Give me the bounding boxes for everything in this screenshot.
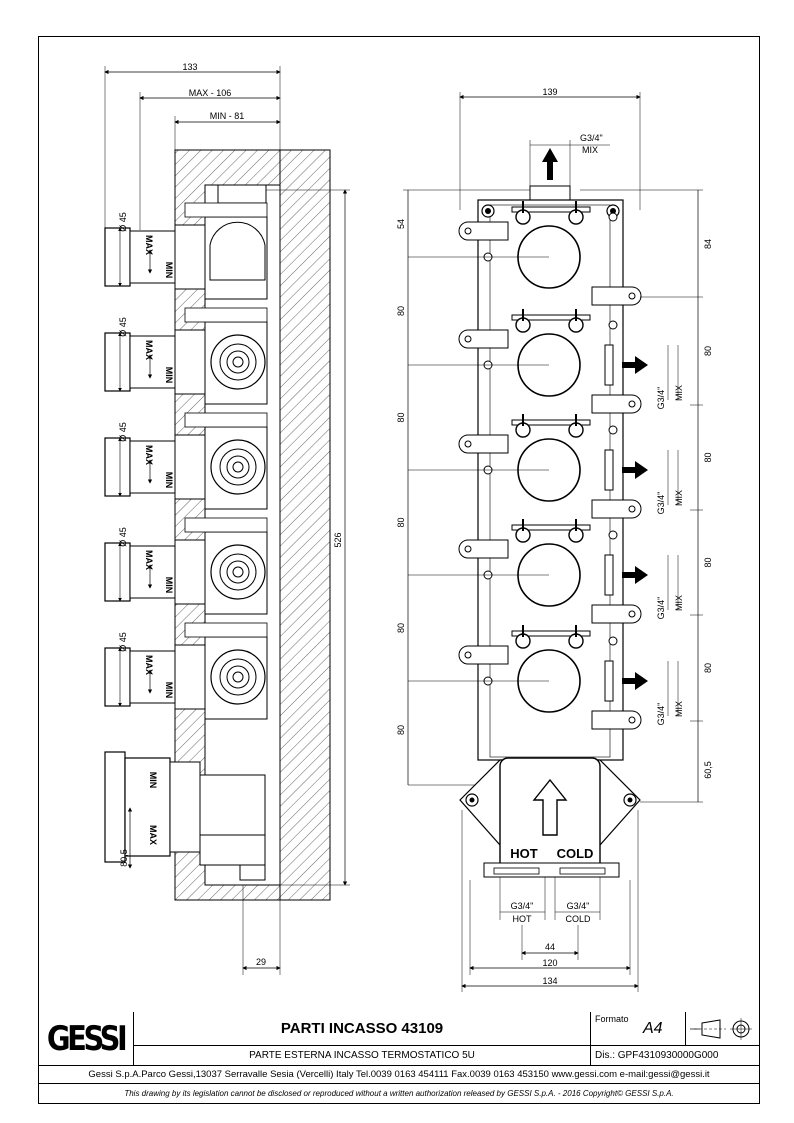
mix-thread-label-4: G3/4": [656, 703, 666, 726]
diameter-label-2: Ø 45: [118, 317, 128, 337]
dim-133: 133: [182, 62, 197, 72]
logo-text: GESSI: [46, 1018, 128, 1059]
mix-thread-label-2: G3/4": [656, 492, 666, 515]
dim-44: 44: [545, 942, 555, 952]
right-dim-80-2: 80: [703, 452, 713, 462]
front-cartridge-1: 80: [396, 201, 642, 316]
diameter-label-3: Ø 45: [118, 422, 128, 442]
mix-label-4: MIX: [674, 701, 684, 717]
cartridge-knob: [104, 542, 131, 602]
top-mix-label: MIX: [582, 145, 598, 155]
side-cartridge-3: Ø 45 MAX MIN: [104, 412, 268, 510]
cold-thread-label: G3/4": [567, 901, 590, 911]
copyright-notice: This drawing by its legislation cannot b…: [124, 1089, 674, 1098]
gessi-logo: GESSI: [38, 1012, 134, 1066]
min-label-5: MIN: [164, 682, 174, 699]
hot-sub-label: HOT: [513, 914, 533, 924]
min-label-3: MIN: [164, 472, 174, 489]
mix-outlet-3: G3/4" MIX 80: [604, 554, 713, 620]
drawing-frame: [38, 36, 760, 1104]
right-dim-80-1: 80: [703, 346, 713, 356]
drawing-title: PARTI INCASSO 43109: [134, 1012, 590, 1046]
diameter-label-4: Ø 45: [118, 527, 128, 547]
min-label-2: MIN: [164, 367, 174, 384]
min-label-1: MIN: [164, 262, 174, 279]
side-cartridge-4: Ø 45 MAX MIN: [104, 517, 268, 615]
projection-symbol: [686, 1012, 760, 1046]
dim-526: 526: [333, 532, 343, 547]
left-dim-80-5: 80: [396, 725, 406, 735]
hot-thread-label: G3/4": [511, 901, 534, 911]
side-view: Ø 45 MAX MIN Ø 45 MAX MIN Ø 45 MAX MIN Ø 45 MAX MIN…: [104, 62, 350, 975]
max-label-bottom: MAX: [148, 825, 158, 845]
mix-arrow-right: [622, 672, 648, 690]
mix-arrow-right: [622, 566, 648, 584]
side-cartridge-5: Ø 45 MAX MIN: [104, 622, 268, 720]
format-value: A4: [643, 1020, 663, 1037]
cold-sub-label: COLD: [565, 914, 591, 924]
left-dim-80-4: 80: [396, 623, 406, 633]
max-label-2: MAX: [144, 340, 154, 360]
mix-outlet-1: G3/4" MIX 80: [604, 344, 713, 410]
left-dim-80-1: 80: [396, 306, 406, 316]
dim-60-5: 60,5: [703, 761, 713, 779]
cartridge-knob: [104, 647, 131, 707]
front-cartridge-4: 80: [396, 519, 642, 633]
cartridge-knob: [104, 227, 131, 287]
drawing-number: Dis.: GPF4310930000G000: [590, 1046, 760, 1066]
min-label-4: MIN: [164, 577, 174, 594]
mix-label-3: MIX: [674, 595, 684, 611]
mix-thread-label-3: G3/4": [656, 597, 666, 620]
min-label-bottom: MIN: [148, 772, 158, 789]
dim-134: 134: [542, 976, 557, 986]
front-cartridge-5: [408, 625, 642, 730]
mix-arrow-right: [622, 461, 648, 479]
side-cartridge-2: Ø 45 MAX MIN: [104, 307, 268, 405]
mix-thread-label-1: G3/4": [656, 387, 666, 410]
inlet-arrow-up: [532, 778, 568, 836]
dim-80-5: 80,5: [119, 849, 129, 867]
side-cartridge-1: Ø 45 MAX MIN: [104, 202, 268, 300]
left-dim-80-3: 80: [396, 517, 406, 527]
mix-label-2: MIX: [674, 490, 684, 506]
drawing-subtitle: PARTE ESTERNA INCASSO TERMOSTATICO 5U: [134, 1046, 590, 1066]
front-cartridge-2: 80: [396, 309, 642, 423]
diameter-label-5: Ø 45: [118, 632, 128, 652]
max-label-3: MAX: [144, 445, 154, 465]
right-dim-80-3: 80: [703, 557, 713, 567]
cold-label: COLD: [557, 846, 594, 861]
format-cell: Formato A4: [590, 1012, 686, 1046]
mix-outlet-2: G3/4" MIX 80: [604, 449, 713, 515]
top-thread-label: G3/4": [580, 133, 603, 143]
front-cartridge-3: 80: [396, 414, 642, 528]
dim-29: 29: [256, 957, 266, 967]
mix-arrow-right: [622, 356, 648, 374]
diverter-knob-cap: [104, 751, 126, 863]
company-address: Gessi S.p.A.Parco Gessi,13037 Serravalle…: [38, 1066, 760, 1084]
mix-arrow-up: [542, 148, 558, 180]
dim-54: 54: [396, 219, 406, 229]
max-label-4: MAX: [144, 550, 154, 570]
projection-icon: [690, 1018, 752, 1040]
max-label-1: MAX: [144, 235, 154, 255]
dim-max-106: MAX - 106: [189, 88, 232, 98]
mix-label-1: MIX: [674, 385, 684, 401]
mix-outlet-4: G3/4" MIX 80: [604, 660, 713, 726]
diameter-label-1: Ø 45: [118, 212, 128, 232]
dim-min-81: MIN - 81: [210, 111, 245, 121]
hot-label: HOT: [510, 846, 538, 861]
left-dim-80-2: 80: [396, 412, 406, 422]
front-view: G3/4" MIX 139 8080808080G3/4"MIX80G3/4"M…: [396, 87, 713, 992]
cartridge-knob: [104, 437, 131, 497]
title-block: GESSI PARTI INCASSO 43109 PARTE ESTERNA …: [38, 1012, 760, 1104]
format-label: Formato: [595, 1014, 629, 1024]
max-label-5: MAX: [144, 655, 154, 675]
cartridge-knob: [104, 332, 131, 392]
right-dim-80-4: 80: [703, 663, 713, 673]
dim-139: 139: [542, 87, 557, 97]
dim-84: 84: [703, 239, 713, 249]
dim-120: 120: [542, 958, 557, 968]
